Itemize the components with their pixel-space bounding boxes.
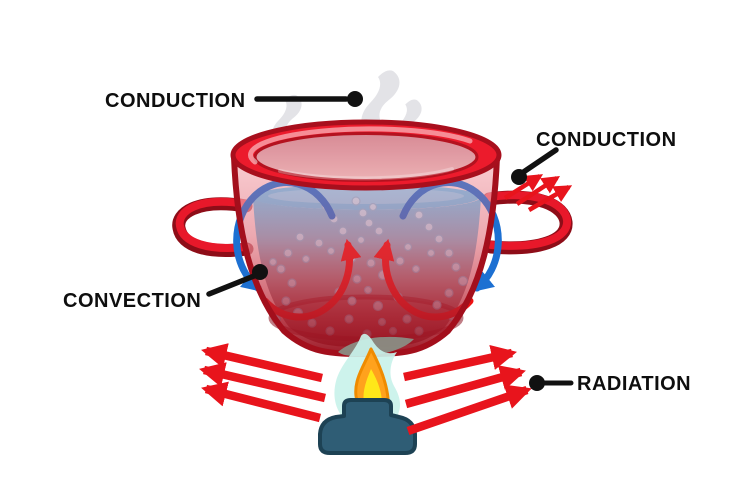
radiation-arrow xyxy=(403,344,517,382)
conduction-arrows-right xyxy=(503,174,573,212)
radiation-arrow xyxy=(406,384,532,436)
radiation-arrow xyxy=(404,365,526,409)
label-radiation: RADIATION xyxy=(529,373,691,395)
conduction-arrow xyxy=(527,185,573,212)
conduction-top-label: CONDUCTION xyxy=(105,90,246,112)
conduction-right-label: CONDUCTION xyxy=(536,129,677,151)
pot-handle-left xyxy=(172,197,254,257)
radiation-arrows-left xyxy=(199,343,326,423)
conduction-arrow xyxy=(515,176,561,206)
leader-line xyxy=(206,273,257,297)
radiation-arrow xyxy=(201,381,322,423)
leader-dot xyxy=(511,169,527,185)
leader-dot xyxy=(347,91,363,107)
radiation-arrow xyxy=(201,343,323,383)
label-conduction-top: CONDUCTION xyxy=(105,90,363,112)
radiation-arrows-right xyxy=(403,344,532,436)
leader-dot xyxy=(252,264,268,280)
pot-overlay xyxy=(234,157,497,354)
convection-label: CONVECTION xyxy=(63,290,201,312)
label-conduction-right: CONDUCTION xyxy=(511,129,677,185)
pot xyxy=(230,119,502,358)
conduction-arrow xyxy=(503,174,544,200)
radiation-label: RADIATION xyxy=(577,373,691,395)
leader-dot xyxy=(529,375,545,391)
pot-rim xyxy=(230,119,502,191)
burner xyxy=(318,398,417,455)
leader-line xyxy=(519,147,559,176)
label-convection: CONVECTION xyxy=(63,264,268,312)
radiation-arrow xyxy=(199,362,326,403)
